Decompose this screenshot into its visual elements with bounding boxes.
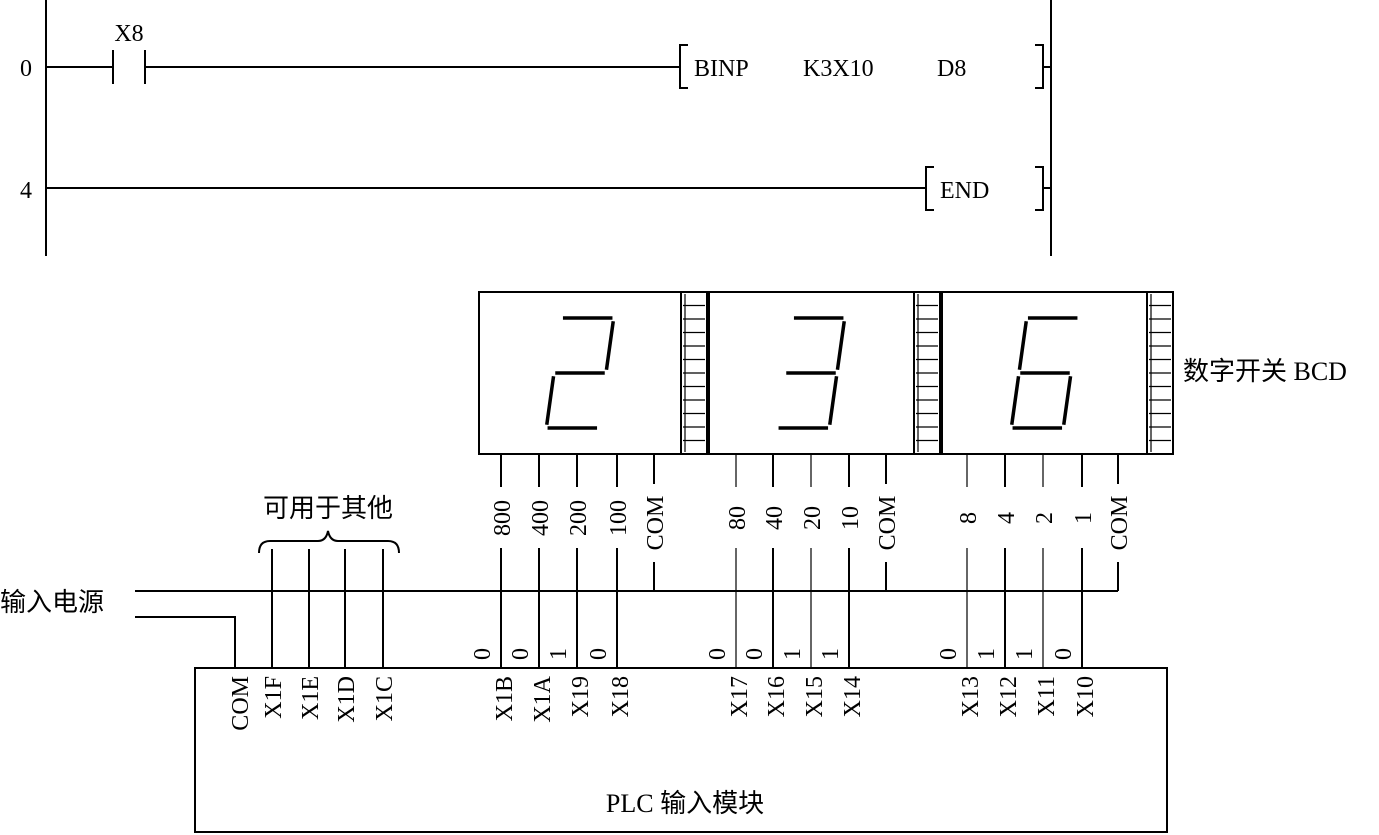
plc-terminal-x13: X13: [958, 676, 984, 717]
weight-label: 20: [800, 506, 826, 530]
weight-label: 80: [725, 506, 751, 530]
thumbwheel-hundreds: [680, 291, 708, 455]
segment-e: [1010, 376, 1021, 425]
input-state: 0: [1051, 648, 1077, 660]
terminal-x1d: X1D: [334, 676, 360, 723]
digit-window-tens: [708, 291, 941, 455]
segment-b: [835, 321, 846, 370]
weight-label: 2: [1032, 512, 1058, 524]
plc-terminal-x17: X17: [727, 676, 753, 717]
instruction-bracket-left: [925, 166, 934, 211]
instruction-name: BINP: [694, 56, 749, 82]
terminal-com: COM: [228, 676, 254, 731]
weight-label: 200: [566, 500, 592, 536]
plc-terminal-x12: X12: [996, 676, 1022, 717]
plc-terminal-x1b: X1B: [492, 676, 518, 721]
input-state: 1: [546, 648, 572, 660]
segment-b: [604, 321, 615, 370]
instruction-bracket-right: [1035, 44, 1044, 89]
plc-terminal-x14: X14: [840, 676, 866, 717]
thumbwheel-tens: [913, 291, 941, 455]
power-return-wire: [135, 616, 236, 668]
plc-module-box: [194, 667, 1168, 833]
segment-c: [828, 376, 839, 425]
terminal-x1e: X1E: [298, 676, 324, 720]
digit-units: [1010, 316, 1078, 430]
input-state: 1: [818, 648, 844, 660]
power-label: 输入电源: [0, 588, 104, 617]
input-state: 0: [936, 648, 962, 660]
segment-f: [1017, 321, 1028, 370]
weight-label: 8: [956, 512, 982, 524]
weight-label: 40: [762, 506, 788, 530]
instruction-operand-source: K3X10: [803, 56, 874, 82]
segment-c: [1062, 376, 1073, 425]
segment-e: [545, 376, 556, 425]
plc-terminal-x1a: X1A: [530, 675, 556, 722]
switch-com-label: COM: [1107, 496, 1133, 551]
thumbwheel-strip: [1146, 291, 1174, 455]
input-state: 0: [586, 648, 612, 660]
weight-label: 1: [1071, 512, 1097, 524]
bcd-digital-switch: 数字开关 BCD: [478, 291, 1347, 455]
input-state: 1: [974, 648, 1000, 660]
digit-window-hundreds: [478, 291, 708, 455]
contact-label: X8: [114, 21, 143, 47]
switch-com-label: COM: [643, 496, 669, 551]
step-number: 4: [20, 178, 32, 204]
input-state: 0: [705, 648, 731, 660]
switch-com-label: COM: [875, 496, 901, 551]
spare-label: 可用于其他: [263, 494, 393, 523]
input-state: 1: [780, 648, 806, 660]
thumbwheel-strip: [913, 291, 941, 455]
plc-terminal-x19: X19: [568, 676, 594, 717]
digit-window-units: [941, 291, 1174, 455]
thumbwheel-strip: [680, 291, 708, 455]
input-state: 0: [742, 648, 768, 660]
plc-terminal-x18: X18: [608, 676, 634, 717]
weight-label: 100: [606, 500, 632, 536]
rung-0: 0 X8 BINP K3X10 D8: [20, 21, 1051, 89]
ladder-diagram: 0 X8 BINP K3X10 D8 4 END: [20, 0, 1052, 256]
step-number: 0: [20, 56, 32, 82]
weight-label: 400: [528, 500, 554, 536]
weight-label: 10: [838, 506, 864, 530]
instruction-bracket-right: [1035, 166, 1044, 211]
plc-terminal-x16: X16: [764, 676, 790, 717]
spare-brace: [258, 530, 400, 554]
spare-inputs: 可用于其他: [258, 494, 400, 668]
instruction-name: END: [940, 178, 989, 204]
plc-module-label: PLC 输入模块: [606, 789, 764, 818]
switch-label: 数字开关 BCD: [1183, 357, 1347, 386]
terminal-x1f: X1F: [261, 676, 287, 719]
rung-4: 4 END: [20, 166, 1051, 211]
thumbwheel-units: [1146, 291, 1174, 455]
plc-terminal-x11: X11: [1034, 676, 1060, 716]
input-state: 1: [1012, 648, 1038, 660]
digit-hundreds: [545, 316, 615, 430]
plc-terminal-x15: X15: [802, 676, 828, 717]
plc-terminal-x10: X10: [1073, 676, 1099, 717]
input-state: 0: [508, 648, 534, 660]
input-state: 0: [470, 648, 496, 660]
digit-tens: [778, 316, 846, 430]
terminal-x1c: X1C: [372, 676, 398, 721]
instruction-operand-dest: D8: [937, 56, 966, 82]
weight-label: 800: [490, 500, 516, 536]
input-power-supply: 输入电源: [0, 588, 1118, 668]
instruction-bracket-left: [679, 44, 688, 89]
weight-label: 4: [994, 512, 1020, 524]
